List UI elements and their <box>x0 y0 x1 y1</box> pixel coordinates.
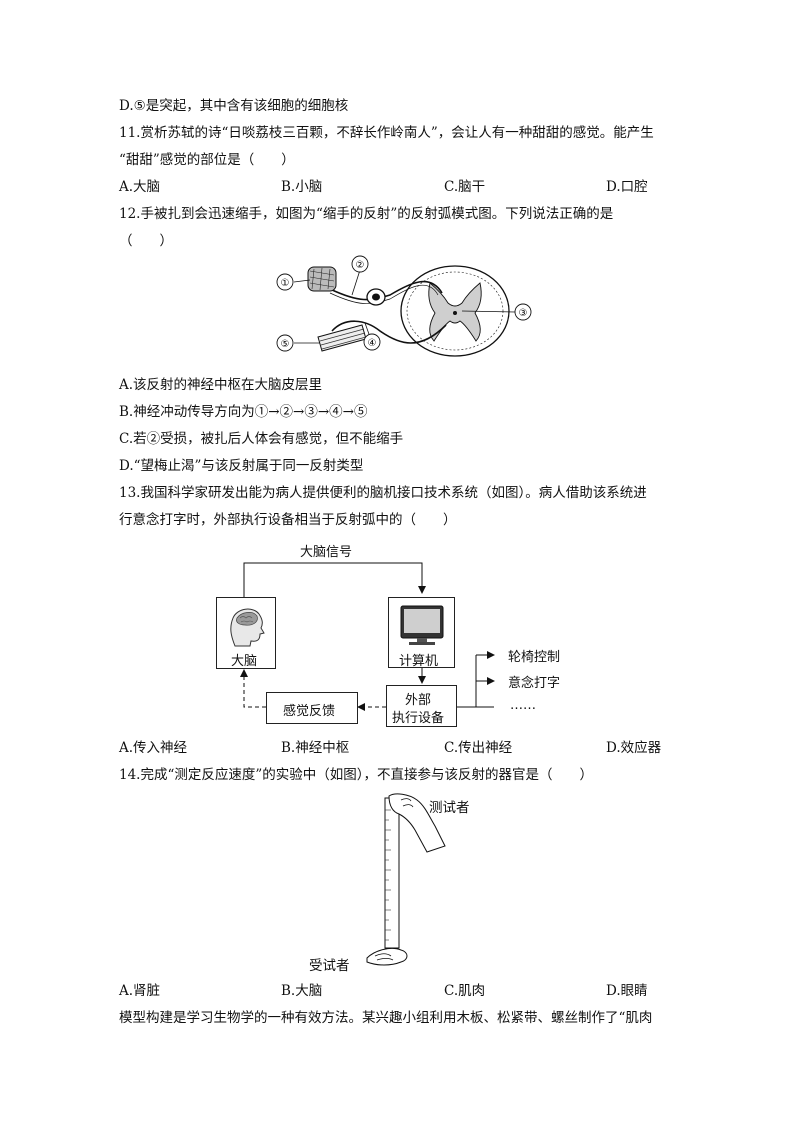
feedback-label: 感觉反馈 <box>283 704 336 719</box>
sensory-feedback-box: 感觉反馈 <box>266 692 358 724</box>
q12-option-c[interactable]: C.若②受损，被扎后人体会有感觉，但不能缩手 <box>119 431 404 447</box>
ruler-hands-drawing <box>366 793 446 966</box>
brain-computer-interface-figure: 大脑信号 大脑 计算机 外部 执行设备 感觉反馈 轮椅控制 意念打字 …… <box>210 535 600 735</box>
q13-option-c[interactable]: C.传出神经 <box>444 740 513 756</box>
q13-option-b[interactable]: B.神经中枢 <box>281 740 350 756</box>
q10-option-d: D.⑤是突起，其中含有该细胞的细胞核 <box>119 98 349 114</box>
q12-stem-line2: （ ） <box>119 233 173 249</box>
brain-signal-label: 大脑信号 <box>300 545 353 560</box>
monitor-icon <box>400 605 444 645</box>
output-wheelchair: 轮椅控制 <box>508 650 561 665</box>
effector-muscle-icon <box>317 324 367 352</box>
q13-option-d[interactable]: D.效应器 <box>606 740 662 756</box>
reflex-arc-diagram: ① ② ③ ④ ⑤ <box>276 255 532 357</box>
q12-option-b[interactable]: B.神经冲动传导方向为①→②→③→④→⑤ <box>119 404 368 420</box>
q14-stem-line1: 14.完成“测定反应速度”的实验中（如图），不直接参与该反射的器官是（ ） <box>119 767 594 783</box>
brain-box: 大脑 <box>216 597 276 669</box>
q13-options: A.传入神经 B.神经中枢 C.传出神经 D.效应器 <box>119 738 679 758</box>
q13-stem-line1: 13.我国科学家研发出能为病人提供便利的脑机接口技术系统（如图）。病人借助该系统… <box>119 485 647 501</box>
q14-option-b[interactable]: B.大脑 <box>281 983 323 999</box>
q14-option-d[interactable]: D.眼睛 <box>606 983 648 999</box>
device-label-line2: 执行设备 <box>392 711 445 726</box>
output-more: …… <box>510 698 536 713</box>
computer-label: 计算机 <box>399 654 439 669</box>
device-label-line1: 外部 <box>405 693 432 708</box>
computer-box: 计算机 <box>388 597 455 669</box>
q12-option-d[interactable]: D.“望梅止渴”与该反射属于同一反射类型 <box>119 458 364 474</box>
label-3: ③ <box>519 308 528 319</box>
q11-options: A.大脑 B.小脑 C.脑干 D.口腔 <box>119 177 679 197</box>
brain-label: 大脑 <box>231 654 258 669</box>
external-device-box: 外部 执行设备 <box>386 685 457 727</box>
tester-label: 测试者 <box>429 800 470 816</box>
q11-option-d[interactable]: D.口腔 <box>606 179 648 195</box>
output-typing: 意念打字 <box>508 676 561 691</box>
q15-stem-line1: 模型构建是学习生物学的一种有效方法。某兴趣小组利用木板、松紧带、螺丝制作了“肌肉 <box>119 1010 653 1026</box>
label-4: ④ <box>368 338 377 349</box>
label-2: ② <box>356 260 365 271</box>
bci-connectors <box>240 562 495 711</box>
q13-option-a[interactable]: A.传入神经 <box>119 740 188 756</box>
receptor-skin-icon <box>307 266 337 292</box>
q11-stem-line1: 11.赏析苏轼的诗“日啖荔枝三百颗，不辞长作岭南人”，会让人有一种甜甜的感觉。能… <box>119 125 654 141</box>
q11-option-b[interactable]: B.小脑 <box>281 179 323 195</box>
label-1: ① <box>281 278 290 289</box>
reflex-arc-figure: ① ② ③ ④ ⑤ <box>270 253 540 359</box>
human-head-icon <box>230 608 265 647</box>
label-5: ⑤ <box>281 339 290 350</box>
q12-stem-line1: 12.手被扎到会迅速缩手，如图为“缩手的反射”的反射弧模式图。下列说法正确的是 <box>119 206 614 222</box>
q11-stem-line2: “甜甜”感觉的部位是（ ） <box>119 152 295 168</box>
q11-option-c[interactable]: C.脑干 <box>444 179 486 195</box>
reaction-test-figure: 测试者 受试者 <box>305 790 495 975</box>
q13-stem-line2: 行意念打字时，外部执行设备相当于反射弧中的（ ） <box>119 512 457 528</box>
subject-label: 受试者 <box>309 958 350 974</box>
q14-options: A.肾脏 B.大脑 C.肌肉 D.眼睛 <box>119 981 679 1001</box>
q14-option-c[interactable]: C.肌肉 <box>444 983 486 999</box>
q11-option-a[interactable]: A.大脑 <box>119 179 161 195</box>
q14-option-a[interactable]: A.肾脏 <box>119 983 161 999</box>
q12-option-a[interactable]: A.该反射的神经中枢在大脑皮层里 <box>119 377 323 393</box>
